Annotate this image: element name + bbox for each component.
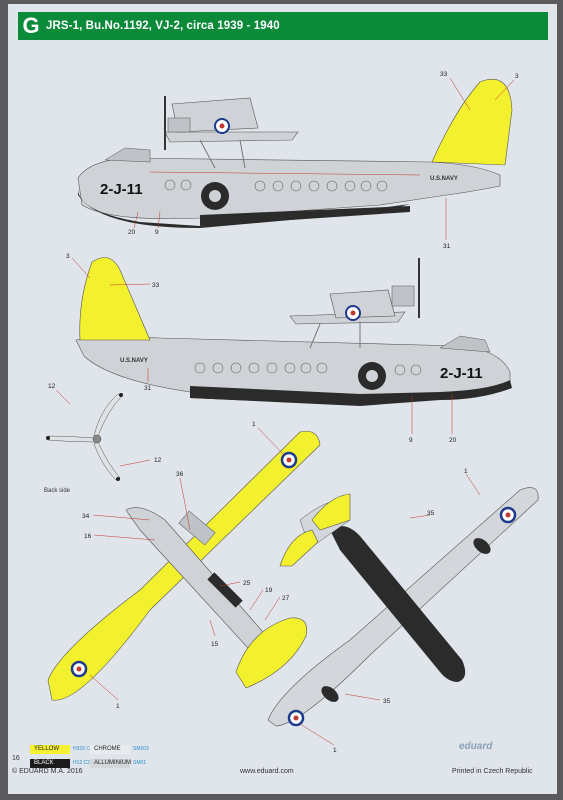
legend-item: YELLOW H329 C329 (30, 744, 98, 754)
legend-swatch: BLACK (30, 758, 70, 768)
callout-16: 16 (84, 533, 92, 540)
legend-name: CHROME (94, 746, 121, 752)
printed-in: Printed in Czech Republic (452, 768, 533, 775)
side-view-left: 2-J-11 U.S.NAVY (77, 78, 513, 228)
callout-12-b: 12 (154, 457, 162, 464)
callout-33-a: 33 (440, 71, 448, 78)
side-view-right: 2-J-11 U.S.NAVY (75, 257, 512, 406)
leader-lines (55, 77, 515, 746)
legend-name: BLACK (34, 760, 54, 766)
legend-swatch: YELLOW (30, 744, 70, 754)
side-code-right: 2-J-11 (440, 365, 483, 382)
copyright: © EDUARD M.A. 2016 (12, 768, 83, 775)
callout-19: 19 (265, 587, 273, 594)
callout-31-a: 31 (443, 243, 451, 250)
callout-35-b: 35 (383, 698, 391, 705)
top-view-yellow (47, 431, 321, 701)
callout-25: 25 (243, 580, 251, 587)
callout-1-d: 1 (333, 747, 337, 754)
legend-name: YELLOW (34, 746, 60, 752)
bottom-view-silver (267, 487, 539, 727)
callout-3-a: 3 (515, 73, 519, 80)
callout-1-b: 1 (116, 703, 120, 710)
callout-9-a: 9 (155, 229, 159, 236)
callout-35-a: 35 (427, 510, 435, 517)
page-number: 16 (12, 755, 20, 762)
eduard-logo: eduard (459, 741, 493, 752)
profile-letter-badge: G (22, 13, 40, 38)
legend-codes: H329 C329 (73, 746, 99, 752)
callout-20-b: 20 (449, 437, 457, 444)
callout-27: 27 (282, 595, 290, 602)
callout-33-b: 33 (152, 282, 160, 289)
legend-name: ALLUMINIUM (94, 760, 132, 766)
back-side-label: Back side (44, 488, 71, 494)
website: www.eduard.com (240, 768, 294, 775)
navy-text-left: U.S.NAVY (430, 176, 458, 182)
callout-12-a: 12 (48, 383, 56, 390)
callout-34: 34 (82, 513, 90, 520)
legend-codes: H12 C2 (73, 760, 90, 766)
legend-swatch: CHROME (90, 744, 130, 754)
legend-item: CHROME SM203 (90, 744, 149, 754)
callout-15: 15 (211, 641, 219, 648)
legend-swatch: ALLUMINIUM (90, 758, 132, 768)
callout-1-c: 1 (464, 468, 468, 475)
callout-31-b: 31 (144, 385, 152, 392)
callout-9-b: 9 (409, 437, 413, 444)
callout-36: 36 (176, 471, 184, 478)
side-code-left: 2-J-11 (100, 181, 143, 198)
navy-text-right: U.S.NAVY (120, 358, 148, 364)
callout-3-b: 3 (66, 253, 70, 260)
legend-item: ALLUMINIUM SM01 (90, 758, 146, 768)
profile-title: JRS-1, Bu.No.1192, VJ-2, circa 1939 - 19… (46, 20, 280, 32)
profile-header: G JRS-1, Bu.No.1192, VJ-2, circa 1939 - … (18, 12, 548, 40)
callout-1-a: 1 (252, 421, 256, 428)
legend-codes: SM203 (133, 746, 149, 752)
legend-item: BLACK H12 C2 (30, 758, 90, 768)
propeller-back-side: Back side (44, 393, 123, 494)
legend-codes: SM01 (133, 760, 147, 766)
callout-20-a: 20 (128, 229, 136, 236)
